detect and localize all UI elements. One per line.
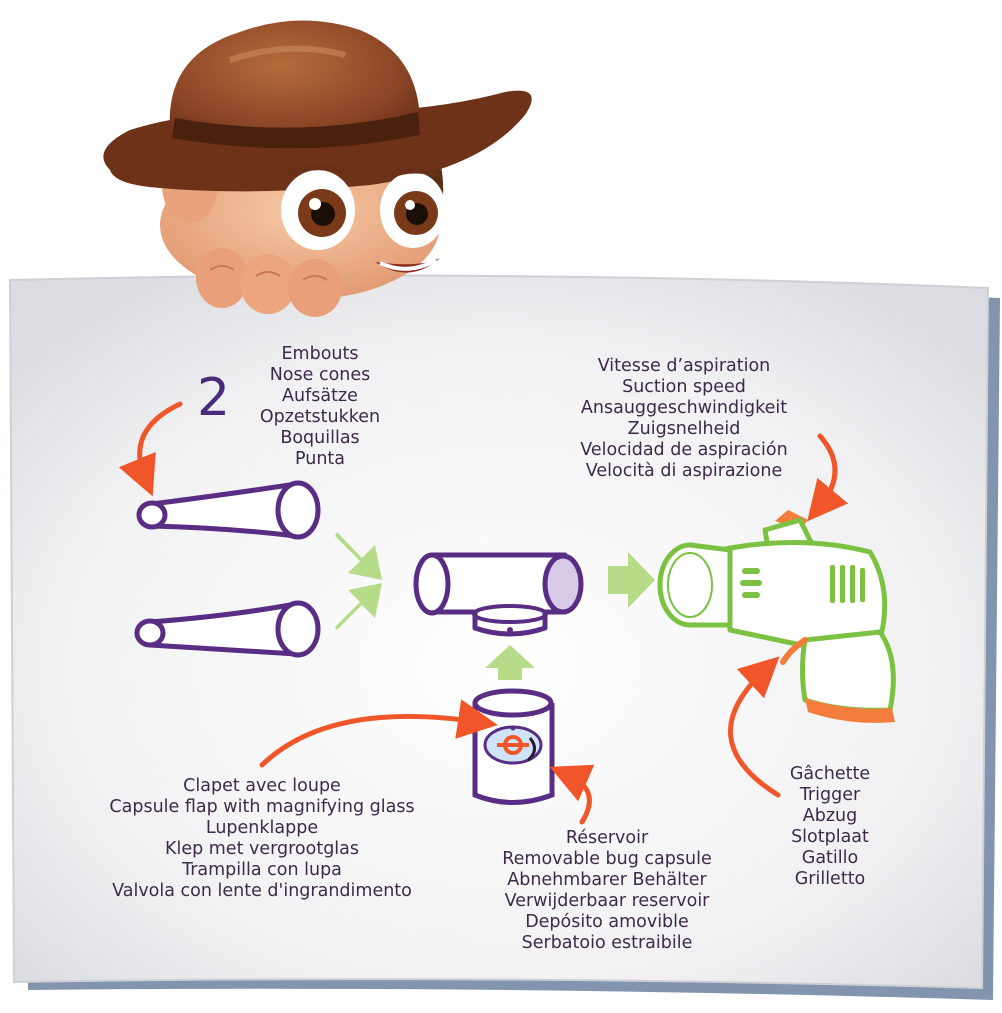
label-line: Nose cones — [269, 365, 371, 385]
label-capsule-flap: Clapet avec loupe Capsule flap with magn… — [62, 776, 462, 902]
label-line: Klep met vergrootglas — [164, 839, 360, 859]
explorer-character-illustration — [103, 20, 532, 317]
callout-arrow-nose-cones — [118, 401, 183, 497]
label-line: Grilletto — [794, 869, 866, 889]
green-arrow-up — [485, 645, 535, 680]
label-line: Velocidad de aspiración — [580, 440, 788, 460]
label-line: Clapet avec loupe — [183, 776, 341, 796]
green-arrow-upper-left — [335, 532, 382, 580]
label-line: Lupenklappe — [205, 818, 319, 838]
label-line: Aufsätze — [282, 386, 358, 406]
label-line: Abnehmbarer Behälter — [507, 870, 707, 890]
label-line: Valvola con lente d'ingrandimento — [112, 881, 412, 901]
label-line: Trampilla con lupa — [182, 860, 342, 880]
label-line: Slotplaat — [791, 827, 869, 847]
label-line: Serbatoio estraibile — [521, 933, 693, 953]
callout-arrow-reservoir — [549, 764, 595, 825]
label-line: Trigger — [799, 785, 861, 805]
label-line: Ansauggeschwindigkeit — [580, 398, 788, 418]
label-line: Vitesse d’aspiration — [597, 356, 771, 376]
callout-arrow-trigger — [728, 656, 781, 798]
green-arrow-lower-left — [335, 583, 382, 630]
label-line: Embouts — [281, 344, 359, 364]
label-line: Gatillo — [801, 848, 859, 868]
nose-cone-top — [136, 480, 321, 540]
label-reservoir: Réservoir Removable bug capsule Abnehmba… — [472, 828, 742, 954]
label-line: Punta — [294, 449, 345, 469]
green-arrow-right — [608, 552, 655, 608]
label-line: Velocità di aspirazione — [585, 461, 783, 481]
label-line: Boquillas — [280, 428, 360, 448]
label-line: Réservoir — [565, 828, 649, 848]
callout-arrow-capsule-flap — [259, 699, 498, 768]
label-line: Suction speed — [622, 377, 746, 397]
label-line: Abzug — [802, 806, 858, 826]
label-trigger: Gâchette Trigger Abzug Slotplaat Gatillo… — [770, 764, 890, 890]
label-nose-cones: Embouts Nose cones Aufsätze Opzetstukken… — [240, 344, 400, 470]
label-line: Opzetstukken — [259, 407, 381, 427]
label-line: Gâchette — [789, 764, 871, 784]
bug-vacuum-device — [657, 510, 896, 723]
callout-arrow-suction-speed — [807, 433, 849, 522]
label-suction-speed: Vitesse d’aspiration Suction speed Ansau… — [534, 356, 834, 482]
nose-cone-bottom — [134, 600, 321, 658]
nose-cone-count: 2 — [197, 368, 231, 428]
label-line: Removable bug capsule — [502, 849, 712, 869]
label-line: Verwijderbaar reservoir — [504, 891, 710, 911]
label-line: Depósito amovible — [525, 912, 689, 932]
t-connector-tube — [413, 552, 584, 637]
bug-capsule — [472, 688, 555, 805]
label-line: Zuigsnelheid — [627, 419, 741, 439]
label-line: Capsule flap with magnifying glass — [109, 797, 415, 817]
